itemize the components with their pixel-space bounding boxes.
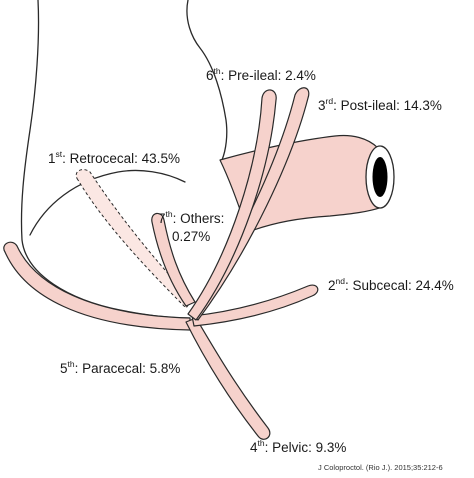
- label-others: 7th: Others:: [158, 209, 224, 226]
- appendix-subcecal: [191, 284, 319, 327]
- appendix-pelvic: [185, 317, 271, 440]
- label-paracecal: 5th: Paracecal: 5.8%: [60, 359, 180, 376]
- label-subcecal: 2nd: Subcecal: 24.4%: [328, 276, 454, 293]
- cecum-inner-fold: [29, 169, 186, 236]
- appendix-pre-ileal: [187, 89, 277, 321]
- colon-outline-right: [186, 0, 228, 161]
- label-pre-ileal: 6th: Pre-ileal: 2.4%: [206, 66, 316, 83]
- appendix-others: [151, 212, 196, 307]
- label-pelvic: 4th: Pelvic: 9.3%: [250, 438, 346, 455]
- label-others-value: 0.27%: [172, 229, 210, 244]
- citation: J Coloproctol. (Rio J.). 2015;35:212-6: [318, 463, 443, 472]
- appendix-retrocecal: [75, 169, 193, 309]
- label-post-ileal: 3rd: Post-ileal: 14.3%: [318, 96, 442, 113]
- ileum-lumen: [372, 157, 388, 197]
- appendix-post-ileal: [189, 87, 310, 321]
- label-retrocecal: 1st: Retrocecal: 43.5%: [48, 149, 180, 166]
- appendix-paracecal: [3, 241, 191, 331]
